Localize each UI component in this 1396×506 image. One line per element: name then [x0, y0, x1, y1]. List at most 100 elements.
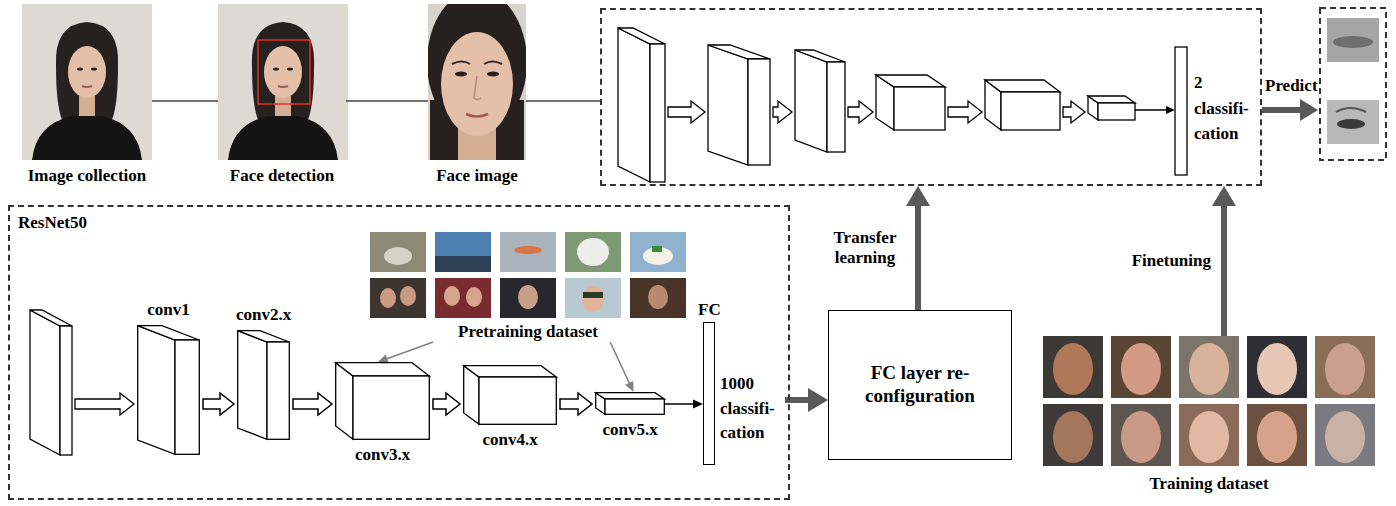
clothes: [32, 116, 142, 160]
fc-layer: FC1000 classifi- cation: [703, 300, 785, 465]
image-tile: [1111, 336, 1171, 398]
layer-face: [1001, 92, 1060, 130]
dataset-panel: Pretraining dataset: [370, 232, 686, 342]
output-bar: [1175, 47, 1187, 175]
image-tile: [435, 232, 491, 272]
block-arrow: [560, 393, 592, 415]
tile-face: [1325, 411, 1365, 463]
person-photo: [22, 4, 152, 160]
layer-face: [894, 87, 945, 130]
mouth-crop: [1327, 18, 1379, 62]
tile-object: [643, 247, 673, 265]
layer-label: conv4.x: [482, 430, 537, 450]
image-tile: [435, 278, 491, 318]
tile-object: [652, 246, 662, 252]
caption: Face detection: [218, 166, 346, 186]
conv-layer: conv1: [137, 325, 200, 455]
layer-face: [138, 326, 175, 455]
image-tile: [630, 278, 686, 318]
layer-face: [353, 376, 429, 439]
layer-face: [708, 45, 770, 59]
layer-face: [336, 363, 430, 376]
input-slab: [60, 326, 72, 455]
tile-object: [648, 285, 668, 309]
arrow-line: [1135, 109, 1167, 111]
arrow-head: [1166, 106, 1175, 114]
network-layers: [30, 28, 1187, 455]
connector-line: [386, 342, 433, 359]
image-tile: [500, 278, 556, 318]
block-arrow: [293, 393, 332, 415]
hair: [56, 22, 118, 120]
arrow-head: [693, 400, 703, 409]
connector: [152, 101, 218, 102]
nose: [474, 76, 481, 100]
tile-object: [582, 286, 604, 312]
tile-face: [1053, 343, 1093, 395]
tile-object: [583, 292, 603, 298]
image-tile: [565, 232, 621, 272]
eye: [1337, 119, 1365, 129]
block-arrow: [203, 393, 234, 415]
edge-label: Transfer learning: [825, 228, 905, 269]
box-text: FC layer re-configuration: [839, 362, 1001, 408]
input-slab: [30, 310, 60, 455]
connector: [526, 101, 600, 102]
arrow-line: [1262, 107, 1302, 113]
tile-face: [1121, 411, 1161, 463]
face: [441, 32, 513, 136]
layer-face: [479, 377, 556, 424]
tile-object: [380, 288, 396, 308]
layer-face: [748, 59, 770, 165]
network-frame: 2 classifi- cation: [600, 8, 1262, 186]
connector: [378, 342, 433, 363]
layer-shape: [335, 362, 430, 440]
input-slab: [30, 310, 72, 326]
eye-crop: [1327, 100, 1379, 144]
connector-line: [152, 100, 218, 102]
connector: [560, 393, 592, 415]
layer-face: [985, 80, 1060, 92]
photo-ground: [22, 4, 152, 160]
conv-layer: conv2.x: [237, 330, 290, 440]
caption: Face image: [428, 166, 526, 186]
image-tile: [370, 278, 426, 318]
mouth: [466, 114, 488, 117]
tile-face: [1053, 411, 1093, 463]
layer-label: conv1: [147, 300, 190, 320]
layer-label: FC: [698, 300, 721, 320]
tile-face: [1325, 343, 1365, 395]
image-tile: [1315, 336, 1375, 398]
image-tile: [565, 278, 621, 318]
layer-shape: [595, 392, 665, 415]
caption: Image collection: [22, 166, 152, 186]
tile-face: [1257, 343, 1297, 395]
connector: [610, 342, 633, 392]
conv-layer: conv3.x: [335, 362, 430, 440]
brow: [452, 62, 470, 65]
eye: [487, 72, 499, 77]
layer-face: [876, 75, 945, 87]
image-tile: [1315, 404, 1375, 466]
layer-face: [1098, 103, 1135, 120]
arrow-head: [1300, 99, 1318, 121]
block-arrow: [848, 101, 873, 123]
face: [68, 46, 106, 98]
image-tile: [1247, 336, 1307, 398]
layer-face: [138, 326, 200, 340]
training-images: [1043, 336, 1375, 466]
caption: Pretraining dataset: [370, 322, 686, 342]
layer-face: [238, 331, 267, 440]
layer-face: [650, 44, 665, 182]
photo-step: Face image: [428, 4, 526, 186]
arrow-head: [808, 388, 828, 412]
connector-line: [610, 342, 630, 384]
image-tile: [1247, 404, 1307, 466]
connector-line: [665, 403, 694, 405]
block-arrow: [1063, 101, 1085, 123]
tile-object: [577, 238, 609, 266]
tile-object: [514, 246, 542, 254]
dataset-panel: Training dataset: [1043, 336, 1375, 494]
layer-label: conv2.x: [236, 305, 291, 325]
